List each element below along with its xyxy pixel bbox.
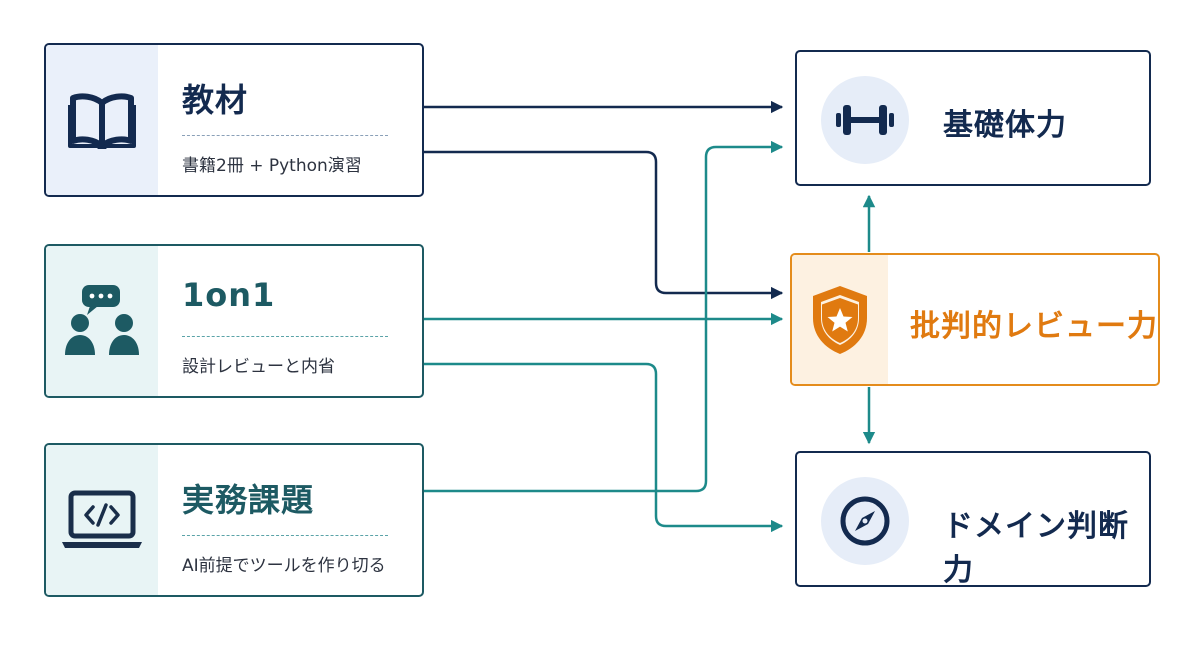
target-fundamentals-title: 基礎体力	[943, 108, 1067, 143]
people-chat-icon	[65, 285, 139, 355]
target-domain-judgment: ドメイン判断力	[795, 451, 1151, 587]
arrow-1on1-to-domain-judgment	[424, 362, 784, 533]
source-1on1-title: 1on1	[182, 276, 276, 314]
target-fundamentals: 基礎体力	[795, 50, 1151, 186]
source-practice: 実務課題 AI前提でツールを作り切る	[44, 443, 424, 597]
source-textbook-icon-pane	[46, 45, 158, 195]
critical-review-icon-pane	[792, 255, 888, 384]
source-1on1-icon-pane	[46, 246, 158, 396]
source-textbook: 教材 書籍2冊 + Python演習	[44, 43, 424, 197]
book-icon	[68, 93, 136, 149]
target-critical-review-title: 批判的レビュー力	[910, 309, 1158, 344]
source-practice-title: 実務課題	[182, 481, 315, 519]
domain-judgment-icon-circle	[821, 477, 909, 565]
source-1on1: 1on1 設計レビューと内省	[44, 244, 424, 398]
source-1on1-divider	[182, 336, 388, 337]
source-1on1-subtitle: 設計レビューと内省	[182, 357, 335, 377]
source-textbook-subtitle: 書籍2冊 + Python演習	[182, 156, 362, 176]
source-textbook-divider	[182, 135, 388, 136]
target-critical-review: 批判的レビュー力	[790, 253, 1160, 386]
target-domain-judgment-title: ドメイン判断力	[943, 509, 1129, 587]
arrow-practice-to-fundamentals	[424, 140, 784, 493]
source-practice-icon-pane	[46, 445, 158, 595]
shield-star-icon	[813, 285, 867, 354]
source-practice-subtitle: AI前提でツールを作り切る	[182, 556, 386, 576]
dumbbell-icon	[836, 105, 894, 135]
laptop-code-icon	[62, 490, 142, 548]
source-textbook-title: 教材	[182, 81, 249, 119]
compass-icon	[840, 496, 890, 546]
source-practice-divider	[182, 535, 388, 536]
arrow-textbook-to-critical-review	[424, 150, 784, 300]
fundamentals-icon-circle	[821, 76, 909, 164]
